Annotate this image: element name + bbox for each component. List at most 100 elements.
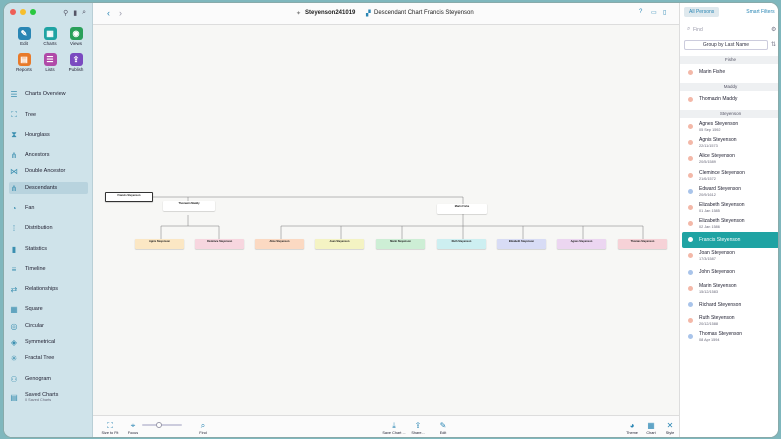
panel-icon[interactable]: ▭ — [651, 10, 657, 16]
views-icon: ◉ — [69, 27, 83, 40]
sidebar-item-statistics[interactable]: ▮Statistics — [9, 243, 88, 255]
person-card[interactable]: Clemince Steyenson — [195, 239, 244, 249]
tree-icon: ⛶ — [11, 110, 17, 119]
sidebar-item-timeline[interactable]: ≡Timeline — [9, 263, 88, 275]
style-icon: ✕ — [666, 421, 674, 430]
person-date: 17/3/1587 — [699, 257, 716, 262]
person-date: 20/5/1589 — [699, 160, 716, 165]
person-avatar-icon — [688, 269, 693, 275]
tool-views[interactable]: ◉Views — [65, 27, 87, 46]
person-card[interactable]: Joan Steyenson — [315, 239, 364, 249]
theme-button[interactable]: ◕Theme — [620, 421, 644, 435]
timeline-icon: ≡ — [11, 264, 17, 274]
tool-publish[interactable]: ⇪Publish — [65, 53, 87, 72]
person-card[interactable]: Alice Steyenson — [255, 239, 304, 249]
person-card[interactable]: Francis Steyenson — [105, 192, 153, 202]
close-icon[interactable] — [10, 9, 16, 15]
focus-button[interactable]: ⌖Focus — [121, 421, 145, 435]
zoom-slider[interactable] — [142, 422, 182, 428]
chart-button[interactable]: ▦Chart — [639, 421, 663, 435]
back-icon[interactable]: ‹ — [107, 8, 110, 18]
list-item[interactable]: Francis Steyenson — [682, 231, 778, 248]
square-icon: ▦ — [10, 304, 18, 314]
list-item[interactable]: John Steyenson — [682, 264, 778, 280]
person-card[interactable]: Thomazin Maddy — [163, 201, 215, 211]
card-name: Francis Steyenson — [117, 194, 141, 197]
forward-icon[interactable]: › — [119, 8, 122, 18]
size-to-fit-button[interactable]: ⛶Size to Fit — [98, 421, 122, 435]
sidebar-item-ancestors[interactable]: ⋔Ancestors — [9, 149, 88, 161]
tab-all-persons[interactable]: All Persons — [684, 7, 720, 17]
sidebar-item-label: Descendants — [25, 185, 58, 191]
help-icon[interactable]: ? — [639, 9, 643, 15]
person-card[interactable]: Thomas Steyenson — [618, 239, 667, 249]
sidebar-item-relationships[interactable]: ⇄Relationships — [9, 283, 88, 295]
person-avatar-icon — [688, 172, 693, 178]
share-button[interactable]: ⇪Share... — [406, 421, 430, 435]
search-input[interactable]: Find — [693, 27, 703, 33]
find-button[interactable]: ⌕Find — [191, 421, 215, 435]
person-name: Agnis Steyenson — [699, 137, 737, 144]
tool-charts[interactable]: ▦Charts — [39, 27, 61, 46]
sidebar-item-genogram[interactable]: ⚇Genogram — [9, 373, 88, 385]
list-item[interactable]: Marin Fishe — [682, 64, 778, 80]
sidebar-item-text: Fan — [25, 205, 34, 211]
sidebar-item-fractal-tree[interactable]: ✳Fractal Tree — [9, 352, 88, 364]
sidebar-item-text: Charts Overview — [25, 91, 66, 97]
sidebar-item-symmetrical[interactable]: ◈Symmetrical — [9, 336, 88, 348]
sidebar-item-descendants[interactable]: ⋔Descendants — [9, 182, 88, 194]
tool-edit[interactable]: ✎Edit — [13, 27, 35, 46]
sort-icon[interactable]: ⇅ — [771, 42, 777, 48]
minimize-icon[interactable] — [20, 9, 26, 15]
person-card[interactable]: Agnes Steyenson — [557, 239, 606, 249]
list-item[interactable]: Richard Steyenson — [682, 296, 778, 312]
save-chart-button[interactable]: ⤓Save Chart ... — [382, 421, 406, 435]
chart-title: Descendant Chart Francis Steyenson — [374, 10, 474, 16]
tool-lists[interactable]: ☰Lists — [39, 53, 61, 72]
bookmark-icon[interactable]: ▮ — [73, 10, 78, 17]
style-button[interactable]: ✕Style — [658, 421, 682, 435]
person-card[interactable]: Ruth Steyenson — [437, 239, 486, 249]
zoom-slider-knob[interactable] — [156, 422, 162, 428]
sidebar-item-double-ancestor[interactable]: ⋈Double Ancestor — [9, 165, 88, 177]
tool-reports[interactable]: ▤Reports — [13, 53, 35, 72]
zoom-icon[interactable] — [30, 9, 36, 15]
person-name: Richard Steyenson — [699, 301, 742, 308]
sidebar-item-tree[interactable]: ⛶Tree — [9, 109, 88, 121]
person-card[interactable]: Agnis Steyenson — [135, 239, 184, 249]
sidebar-item-circular[interactable]: ◎Circular — [9, 320, 88, 332]
settings-icon[interactable]: ⚙ — [771, 27, 777, 33]
card-name: Marin Fishe — [454, 205, 470, 208]
edit-button[interactable]: ✎Edit — [431, 421, 455, 435]
group-by-select[interactable]: Group by Last Name — [684, 40, 768, 50]
sidebar-item-square[interactable]: ▦Square — [9, 303, 88, 315]
sidebar-toggle-icon[interactable]: ▯ — [663, 10, 667, 16]
search-icon[interactable]: ⌕ — [82, 9, 86, 16]
person-card[interactable]: Marin Fishe — [437, 204, 487, 214]
list-item[interactable]: Thomazin Maddy — [682, 91, 778, 107]
person-avatar-icon — [688, 285, 693, 291]
person-card[interactable]: Marin Steyenson — [376, 239, 425, 249]
paperclip-icon[interactable]: ⚲ — [63, 10, 69, 17]
sidebar-item-distribution[interactable]: ⁞Distribution — [9, 222, 88, 234]
person-card[interactable]: Elizabeth Steyenson — [497, 239, 546, 249]
sidebar-item-fan[interactable]: ◔Fan — [9, 202, 88, 214]
sidebar-item-charts-overview[interactable]: ☰Charts Overview — [9, 88, 88, 100]
button-label: Share... — [411, 431, 425, 435]
person-name: Marin Steyenson — [699, 282, 737, 289]
tab-smart-filters[interactable]: Smart Filters — [746, 9, 775, 15]
button-label: Focus — [127, 431, 139, 435]
sidebar-item-hourglass[interactable]: ⧗Hourglass — [9, 129, 88, 141]
